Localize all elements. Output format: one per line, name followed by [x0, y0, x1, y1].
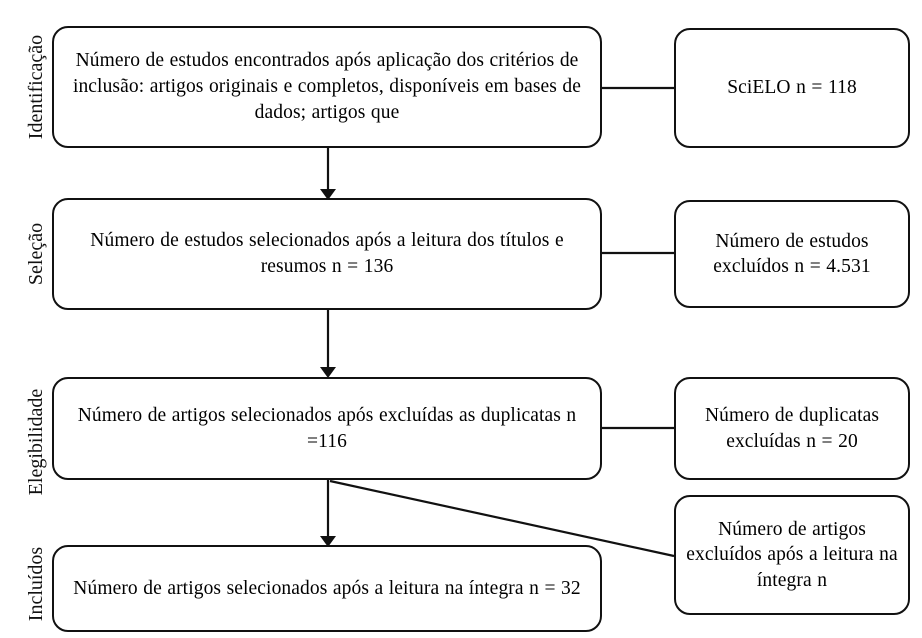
- node-scielo-source-text: SciELO n = 118: [727, 77, 857, 99]
- node-found-studies-text: Número de estudos encontrados após aplic…: [72, 50, 582, 123]
- node-scielo-source[interactable]: SciELO n = 118: [674, 28, 910, 148]
- arrow-selecao-to-elegibilidade: [320, 310, 336, 378]
- node-after-duplicates-text: Número de artigos selecionados após excl…: [77, 404, 577, 452]
- node-after-duplicates[interactable]: Número de artigos selecionados após excl…: [52, 377, 602, 480]
- node-selected-title-abstract-text: Número de estudos selecionados após a le…: [90, 230, 564, 277]
- node-excluded-duplicates-text: Número de duplicatas excluídas n = 20: [704, 405, 880, 452]
- node-excluded-studies-text: Número de estudos excluídos n = 4.531: [713, 230, 871, 277]
- arrow-elegibilidade-to-incluidos: [320, 480, 336, 547]
- node-excluded-studies[interactable]: Número de estudos excluídos n = 4.531: [674, 200, 910, 308]
- node-selected-title-abstract[interactable]: Número de estudos selecionados após a le…: [52, 198, 602, 310]
- node-included-full-text[interactable]: Número de artigos selecionados após a le…: [52, 545, 602, 632]
- node-found-studies[interactable]: Número de estudos encontrados após aplic…: [52, 26, 602, 148]
- node-included-full-text-text: Número de artigos selecionados após a le…: [73, 577, 581, 599]
- arrow-identificacao-to-selecao: [320, 148, 336, 200]
- node-excluded-full-text[interactable]: Número de artigos excluídos após a leitu…: [674, 495, 910, 615]
- node-excluded-full-text-text: Número de artigos excluídos após a leitu…: [686, 518, 898, 591]
- node-excluded-duplicates[interactable]: Número de duplicatas excluídas n = 20: [674, 377, 910, 480]
